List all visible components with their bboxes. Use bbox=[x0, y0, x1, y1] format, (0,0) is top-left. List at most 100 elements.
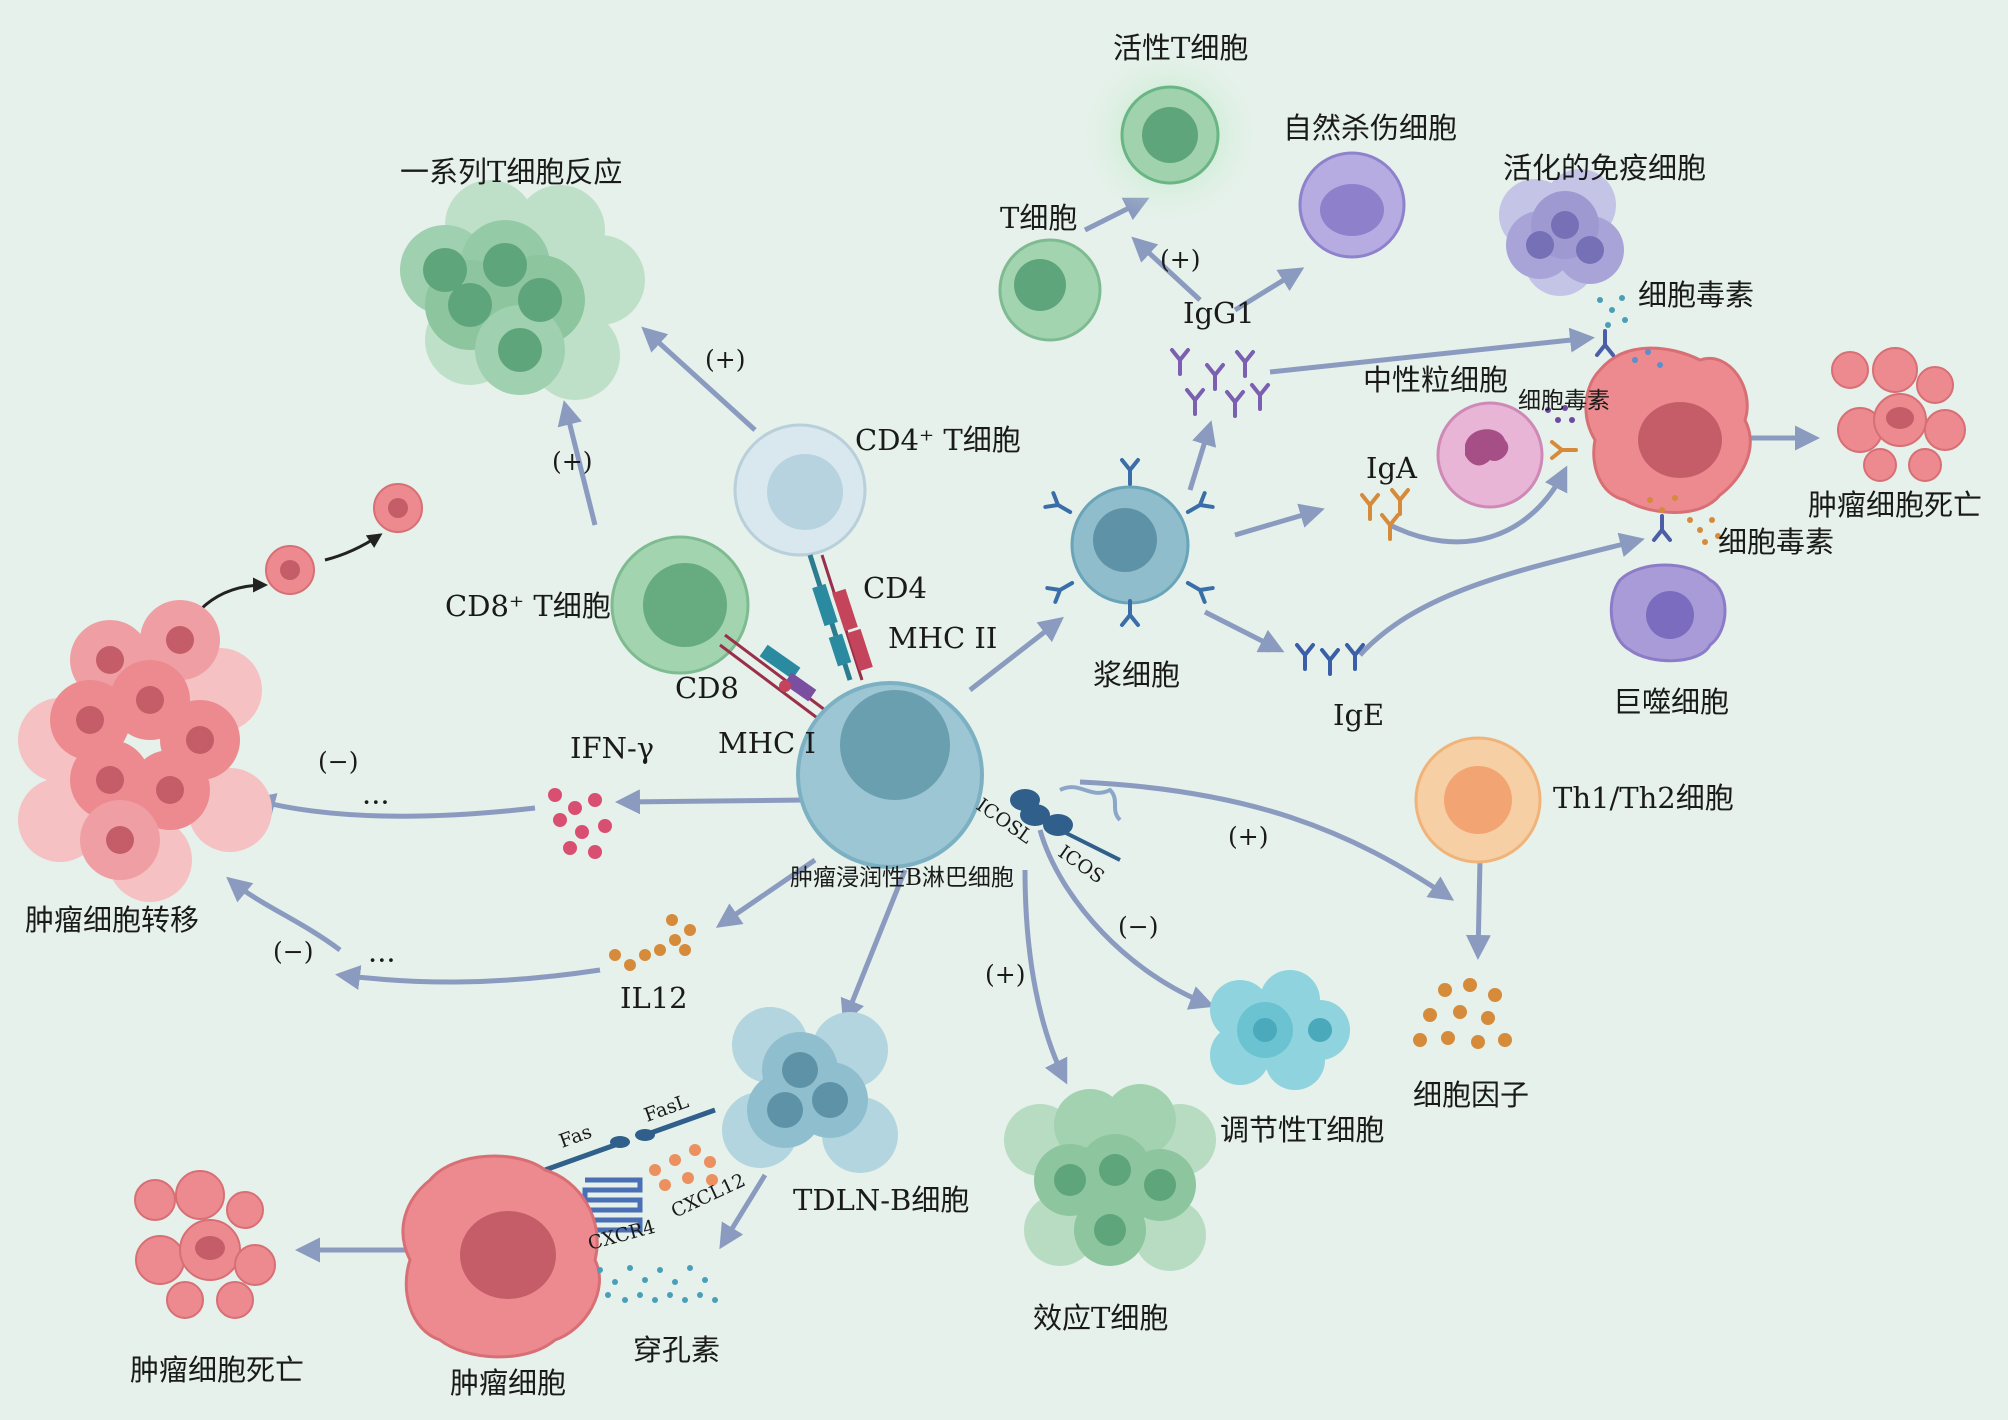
sign-plus-igg1: (+) bbox=[1160, 245, 1200, 274]
cytokine-dots bbox=[1413, 978, 1512, 1049]
dead-tumor-right bbox=[1831, 347, 1966, 482]
arrow-il12-to-metastasis bbox=[335, 965, 601, 990]
activated-immune-cluster bbox=[1499, 169, 1624, 296]
arrow-plasma-to-ige bbox=[1203, 609, 1285, 653]
arrow-plasma-to-iga bbox=[1234, 503, 1325, 538]
sign-minus-ifn: (−) bbox=[318, 747, 358, 776]
nk-cell bbox=[1298, 151, 1406, 259]
metastasis-cluster bbox=[18, 600, 272, 902]
tumor-infiltrating-b-cell bbox=[796, 681, 1122, 869]
label-ifn-gamma: IFN-γ bbox=[570, 731, 654, 765]
ifn-gamma-dots bbox=[548, 788, 612, 859]
sign-minus-treg: (−) bbox=[1118, 912, 1158, 941]
label-activated-immune: 活化的免疫细胞 bbox=[1503, 151, 1706, 185]
label-treg: 调节性T细胞 bbox=[1220, 1113, 1384, 1147]
effector-t-cluster bbox=[1004, 1084, 1216, 1271]
th-cell bbox=[1414, 736, 1542, 864]
arrow-metastasis-spread bbox=[198, 577, 268, 612]
ige-antibodies bbox=[1295, 643, 1365, 676]
arrow-b-to-tdln bbox=[840, 869, 908, 1025]
labels: 活性T细胞 T细胞 自然杀伤细胞 活化的免疫细胞 一系列T细胞反应 CD4⁺ T… bbox=[25, 31, 1982, 1400]
label-cd8-t-cell: CD8⁺ T细胞 bbox=[445, 589, 611, 623]
arrow-th-to-cytokine bbox=[1465, 859, 1491, 960]
arrow-cd4-to-tseries bbox=[641, 326, 757, 432]
label-mhc2: MHC II bbox=[888, 621, 997, 655]
cxcl12-dots bbox=[649, 1144, 718, 1191]
macrophage bbox=[1609, 514, 1727, 663]
arrow-cd8-to-tseries bbox=[557, 400, 598, 526]
label-cytotoxin-top: 细胞毒素 bbox=[1638, 278, 1754, 312]
label-t-series: 一系列T细胞反应 bbox=[400, 155, 622, 189]
dots-ifn: ··· bbox=[362, 785, 390, 819]
sign-plus-effector: (+) bbox=[985, 960, 1025, 989]
label-plasma-cell: 浆细胞 bbox=[1093, 658, 1180, 692]
label-mhc1: MHC I bbox=[718, 726, 816, 760]
arrow-ifn-to-metastasis bbox=[250, 793, 536, 819]
label-iga: IgA bbox=[1366, 451, 1418, 485]
sign-plus-th: (+) bbox=[1228, 822, 1268, 851]
label-cytotoxin-macrophage: 细胞毒素 bbox=[1718, 525, 1834, 559]
sign-minus-il12: (−) bbox=[273, 937, 313, 966]
arrow-b-to-il12 bbox=[715, 857, 817, 928]
label-macrophage: 巨噬细胞 bbox=[1613, 685, 1729, 719]
label-fas: Fas bbox=[556, 1121, 595, 1153]
tdln-b-cluster bbox=[722, 1007, 898, 1173]
t-cell-cluster bbox=[400, 180, 645, 400]
arrow-plasma-to-igg1 bbox=[1187, 420, 1217, 491]
label-perforin: 穿孔素 bbox=[633, 1333, 720, 1367]
arrows bbox=[226, 197, 1820, 1263]
label-metastasis: 肿瘤细胞转移 bbox=[25, 903, 199, 937]
sign-plus-cd8: (+) bbox=[552, 447, 592, 476]
label-tumor-cell: 肿瘤细胞 bbox=[450, 1366, 566, 1400]
active-t-cell bbox=[1085, 50, 1255, 220]
label-t-cell: T细胞 bbox=[1000, 201, 1077, 235]
neutrophil bbox=[1436, 401, 1578, 509]
arrow-b-to-th bbox=[1079, 779, 1455, 901]
arrow-metastasis-spread-2 bbox=[324, 533, 383, 562]
label-neutrophil: 中性粒细胞 bbox=[1363, 363, 1508, 397]
label-tumor-death-right: 肿瘤细胞死亡 bbox=[1808, 488, 1982, 522]
arrow-b-to-treg bbox=[1037, 829, 1215, 1010]
dead-tumor-left bbox=[134, 1170, 276, 1319]
label-cd4-t-cell: CD4⁺ T细胞 bbox=[855, 423, 1021, 457]
tumor-cell-bottom bbox=[401, 1154, 601, 1359]
label-active-t-cell: 活性T细胞 bbox=[1113, 31, 1248, 65]
label-cytotoxin-neutrophil: 细胞毒素 bbox=[1518, 388, 1610, 414]
label-tumor-death-left: 肿瘤细胞死亡 bbox=[130, 1353, 304, 1387]
arrow-b-to-plasma bbox=[968, 616, 1064, 692]
label-cytokine: 细胞因子 bbox=[1413, 1078, 1529, 1112]
cd8-t-cell bbox=[610, 535, 826, 722]
il12-dots bbox=[609, 914, 696, 971]
label-effector-t: 效应T细胞 bbox=[1033, 1301, 1168, 1335]
arrow-iga-to-neut bbox=[1388, 465, 1568, 545]
label-th-cell: Th1/Th2细胞 bbox=[1553, 781, 1734, 815]
arrow-dots2-to-meta bbox=[226, 876, 342, 953]
label-til-b-cell: 肿瘤浸润性B淋巴细胞 bbox=[790, 865, 1014, 891]
cytotoxin-dots-top bbox=[1597, 295, 1628, 328]
label-cd4: CD4 bbox=[863, 571, 927, 605]
label-nk-cell: 自然杀伤细胞 bbox=[1283, 111, 1457, 145]
dots-il12: ··· bbox=[368, 943, 396, 977]
arrow-b-to-effector bbox=[1022, 869, 1068, 1085]
arrow-tdln-to-perforin bbox=[719, 1173, 768, 1250]
igg1-antibodies bbox=[1170, 348, 1270, 418]
cd4-t-cell bbox=[733, 423, 873, 681]
treg-cluster bbox=[1210, 970, 1350, 1090]
arrow-igg1-to-nk bbox=[1233, 267, 1305, 313]
plasma-cell bbox=[1043, 458, 1215, 627]
spreading-tumor-cells bbox=[265, 483, 423, 595]
immune-antibody bbox=[1595, 329, 1615, 357]
arrow-igg1-to-tcell bbox=[1131, 236, 1202, 302]
fas-fasl bbox=[544, 1107, 716, 1233]
sign-plus-tseries: (+) bbox=[705, 345, 745, 374]
tumor-cell-right bbox=[1584, 346, 1752, 514]
label-tdln-b: TDLN-B细胞 bbox=[793, 1183, 969, 1217]
label-ige: IgE bbox=[1333, 698, 1384, 732]
perforin-dots bbox=[597, 1265, 718, 1303]
label-il12: IL12 bbox=[620, 981, 688, 1015]
label-cd8: CD8 bbox=[675, 671, 739, 705]
t-cell bbox=[998, 238, 1102, 342]
arrow-b-to-ifn bbox=[615, 789, 806, 815]
label-igg1: IgG1 bbox=[1183, 296, 1255, 330]
